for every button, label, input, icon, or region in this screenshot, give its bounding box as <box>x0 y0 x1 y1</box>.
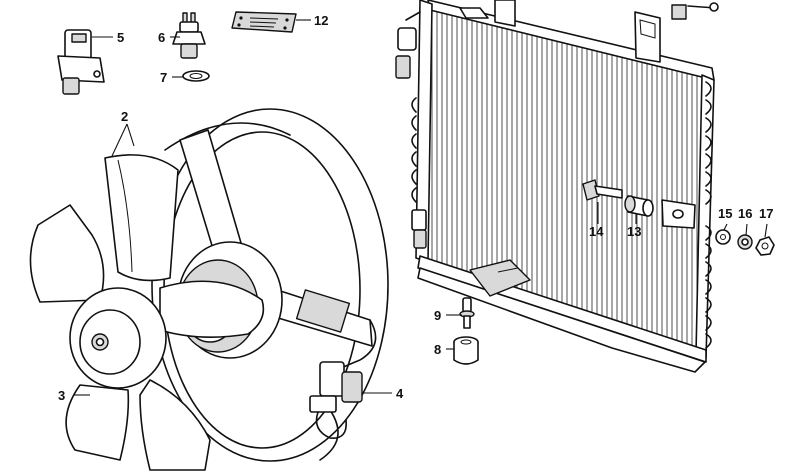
part-15-washer <box>715 229 731 245</box>
callout-3: 3 <box>58 388 65 403</box>
callouts: 2 3 4 5 6 7 8 9 12 13 14 15 16 17 <box>58 13 773 403</box>
callout-2: 2 <box>121 109 128 124</box>
fan-blades <box>29 154 265 471</box>
condenser <box>395 0 719 373</box>
callout-6: 6 <box>158 30 165 45</box>
callout-9: 9 <box>434 308 441 323</box>
callout-4: 4 <box>396 386 404 401</box>
callout-5: 5 <box>117 30 124 45</box>
part-8-bush <box>453 336 479 365</box>
callout-15: 15 <box>718 206 732 221</box>
callout-16: 16 <box>738 206 752 221</box>
part-14-bolt <box>582 179 623 201</box>
callout-7: 7 <box>160 70 167 85</box>
callout-13: 13 <box>627 224 641 239</box>
part-16-washer <box>737 234 753 250</box>
part-12-plate <box>231 11 297 33</box>
part-7-washer <box>182 70 210 82</box>
callout-12: 12 <box>314 13 328 28</box>
leader-lines <box>74 19 768 396</box>
part-13-spacer <box>624 195 654 217</box>
callout-14: 14 <box>589 224 604 239</box>
part-17-nut <box>755 236 775 256</box>
motor-connector <box>309 319 377 439</box>
part-5-sensor <box>57 29 105 95</box>
callout-8: 8 <box>434 342 441 357</box>
part-6-switch <box>172 12 206 59</box>
callout-17: 17 <box>759 206 773 221</box>
part-9-pin <box>459 297 475 329</box>
